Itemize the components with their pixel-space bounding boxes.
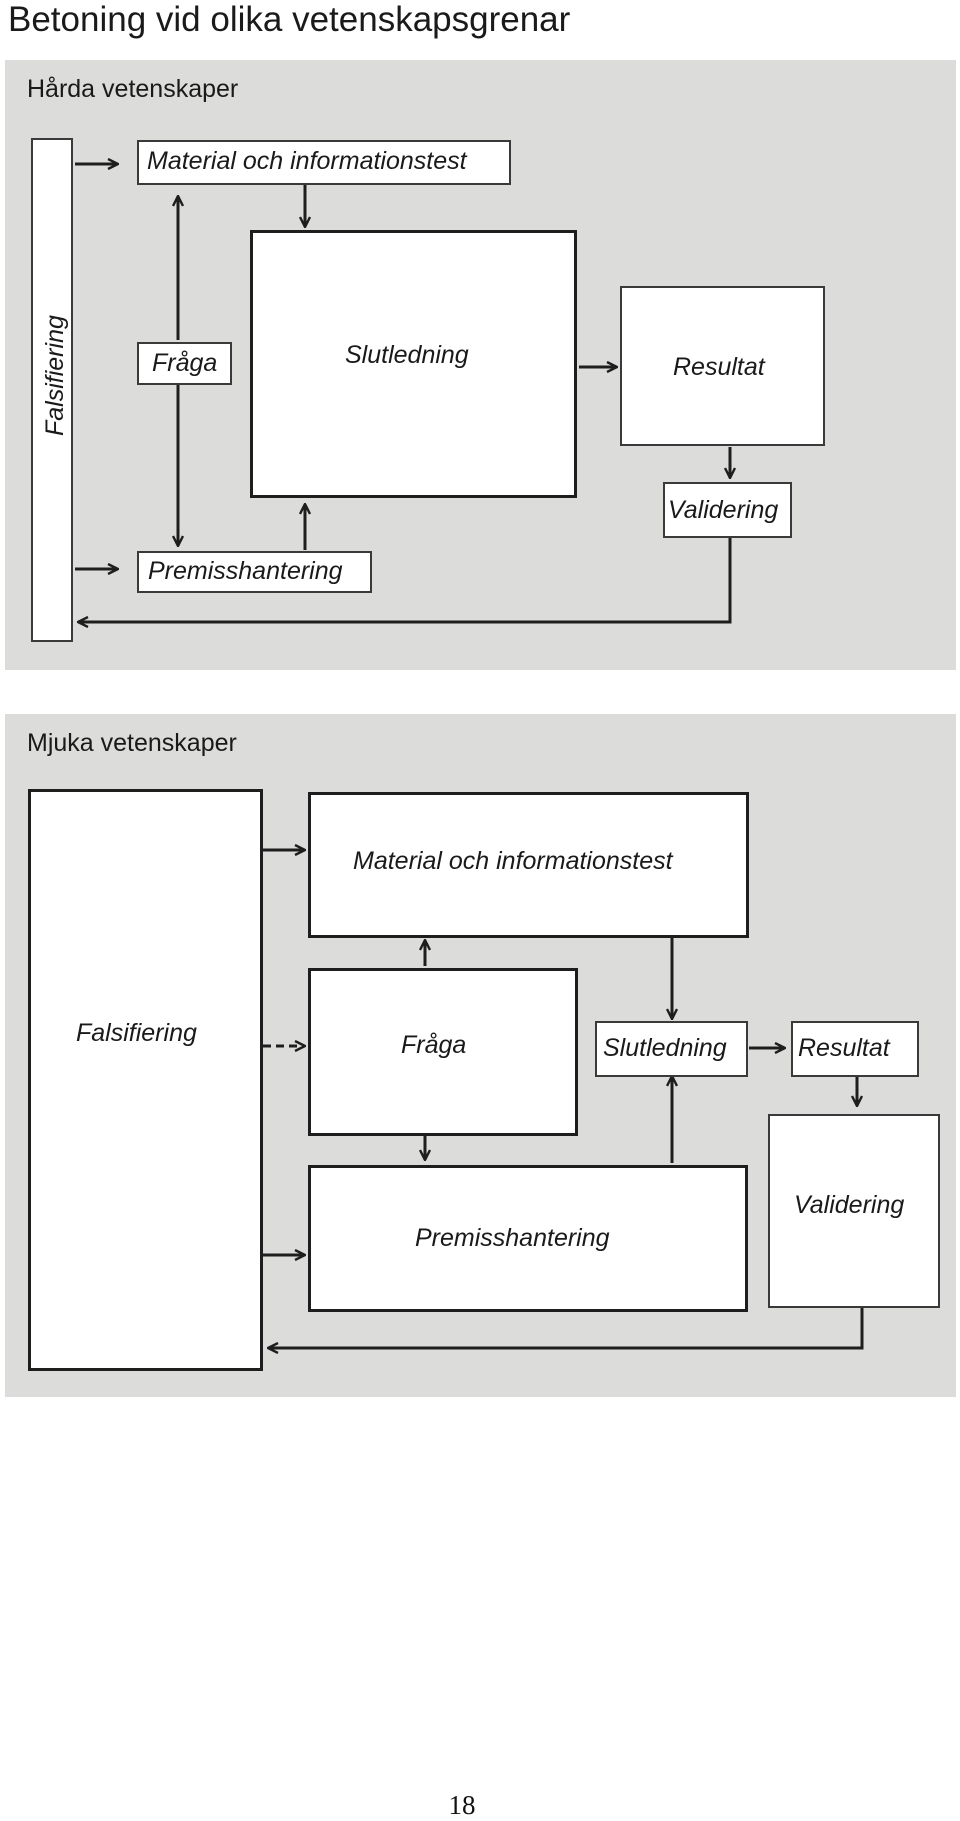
falsification-box — [31, 138, 73, 642]
falsification-box — [28, 789, 263, 1371]
conclusion-label: Slutledning — [345, 341, 469, 369]
result-box — [791, 1021, 919, 1077]
soft-sciences-connectors — [263, 714, 864, 1397]
question-label: Fråga — [401, 1031, 467, 1059]
premise-handling-label: Premisshantering — [148, 557, 343, 585]
page-number: 18 — [448, 1790, 476, 1820]
material-test-label: Material och informationstest — [353, 847, 673, 875]
validation-label: Validering — [794, 1191, 905, 1219]
material-test-label: Material och informationstest — [147, 147, 467, 175]
premise-handling-box — [308, 1165, 748, 1312]
soft-sciences-heading: Mjuka vetenskaper — [27, 729, 237, 757]
material-test-box — [308, 792, 749, 938]
result-label: Resultat — [673, 353, 765, 381]
premise-handling-box — [137, 551, 372, 593]
result-box — [620, 286, 825, 446]
validation-label: Validering — [668, 496, 779, 524]
soft-sciences-panel: Mjuka vetenskaper — [5, 714, 956, 1397]
hard-sciences-connectors — [75, 60, 956, 670]
result-label: Resultat — [798, 1034, 890, 1062]
conclusion-box — [250, 230, 577, 498]
arrow-validation-feedback — [78, 538, 732, 622]
arrow-validation-feedback — [268, 1306, 864, 1348]
hard-sciences-panel: Hårda vetenskaper Falsifi — [5, 60, 956, 670]
falsification-label: Falsifiering — [76, 1019, 197, 1047]
hard-sciences-heading: Hårda vetenskaper — [27, 75, 239, 103]
question-box — [308, 968, 578, 1136]
conclusion-label: Slutledning — [603, 1034, 727, 1062]
page-title: Betoning vid olika vetenskapsgrenar — [8, 0, 571, 39]
validation-box — [768, 1114, 940, 1308]
validation-box — [663, 482, 792, 538]
question-label: Fråga — [152, 349, 218, 377]
material-test-box — [137, 140, 511, 185]
question-box — [137, 342, 232, 385]
conclusion-box — [595, 1021, 748, 1077]
premise-handling-label: Premisshantering — [415, 1224, 610, 1252]
falsification-label: Falsifiering — [41, 315, 69, 436]
